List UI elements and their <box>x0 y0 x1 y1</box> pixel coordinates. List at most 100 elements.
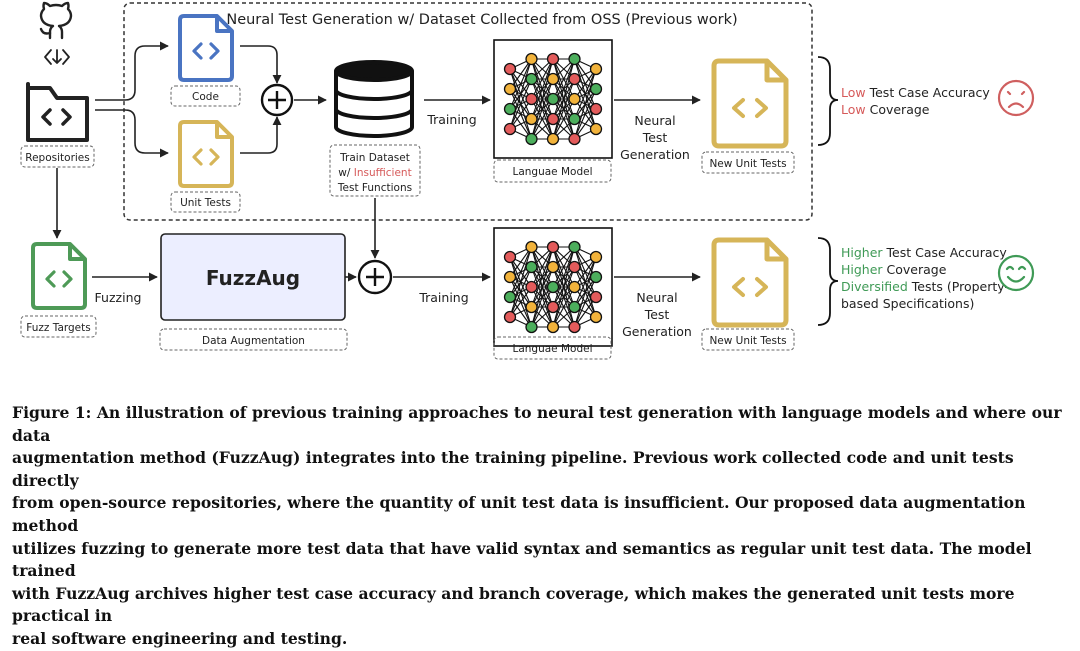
unit-tests-label-box <box>170 191 241 213</box>
network-edge <box>530 246 554 328</box>
fuzz-targets-file-icon <box>31 242 87 310</box>
network-node <box>525 300 538 314</box>
caption-line: from open-source repositories, where the… <box>12 493 1026 535</box>
result-bottom-1: Higher Test Case Accuracy <box>841 245 1007 260</box>
network-edge <box>573 256 597 308</box>
unit-tests-label: Unit Tests <box>180 197 231 209</box>
folder-code-icon <box>26 82 89 142</box>
network-edge <box>530 58 554 140</box>
neural-gen-bottom-3: Generation <box>622 324 692 339</box>
network-node <box>503 270 517 284</box>
network-edge <box>574 108 597 140</box>
network-edge <box>552 98 575 140</box>
caption-line: Figure 1: An illustration of previous tr… <box>12 403 1062 445</box>
network-edge <box>530 246 554 308</box>
network-edge <box>509 266 533 318</box>
network-edge <box>573 88 597 140</box>
model-label-top: Languae Model <box>512 166 592 178</box>
network-node <box>568 260 581 274</box>
database-icon <box>334 60 414 138</box>
network-node <box>546 320 560 334</box>
plus-circle-icon <box>260 83 294 117</box>
network-node <box>525 260 538 274</box>
repositories-label: Repositories <box>25 152 89 164</box>
network-node <box>589 82 603 96</box>
network-edge <box>509 98 532 130</box>
network-node <box>568 92 581 106</box>
figure-caption: Figure 1: An illustration of previous tr… <box>12 402 1064 651</box>
network-edge <box>574 68 597 100</box>
network-node <box>503 62 517 76</box>
arrow-repo-to-code <box>95 41 169 101</box>
network-node <box>589 290 603 304</box>
code-label: Code <box>192 91 219 103</box>
network-node <box>503 122 517 136</box>
neural-network-icon-bottom <box>493 227 613 347</box>
network-edge <box>509 58 532 90</box>
result-top-2: Low Coverage <box>841 102 930 117</box>
network-edge <box>574 256 597 288</box>
network-edge <box>509 286 532 318</box>
network-node <box>525 280 538 294</box>
model-label-bottom: Languae Model <box>512 343 592 355</box>
network-node <box>589 250 603 264</box>
data-aug-label: Data Augmentation <box>202 335 305 347</box>
neural-gen-top-3: Generation <box>620 147 690 162</box>
result-bottom-2: Higher Coverage <box>841 262 947 277</box>
network-node <box>503 82 517 96</box>
caption-line: utilizes fuzzing to generate more test d… <box>12 538 1032 581</box>
network-edge <box>530 266 554 328</box>
model-label-box-bottom <box>493 336 612 360</box>
new-unit-tests-file-icon-bottom <box>714 240 786 325</box>
network-edge <box>509 58 533 110</box>
network-node <box>546 132 560 146</box>
caption-line: augmentation method (FuzzAug) integrates… <box>12 448 1014 490</box>
network-node <box>546 112 560 126</box>
network-node <box>568 72 581 86</box>
network-node <box>546 300 560 314</box>
network-edge <box>509 246 533 298</box>
network-node <box>525 52 538 66</box>
network-node <box>546 240 560 254</box>
network-node <box>589 122 603 136</box>
plus-circle-icon-bottom <box>357 259 393 295</box>
arrow-code-to-plus <box>240 45 282 84</box>
network-node <box>589 102 603 116</box>
network-edge <box>509 58 533 130</box>
github-icon <box>39 1 73 40</box>
neural-gen-top-1: Neural <box>634 113 675 128</box>
fuzz-targets-label: Fuzz Targets <box>26 322 90 334</box>
fuzzing-label: Fuzzing <box>95 290 142 305</box>
network-node <box>589 270 603 284</box>
neural-gen-bottom-1: Neural <box>636 290 677 305</box>
network-edge <box>552 78 576 140</box>
result-top-1: Low Test Case Accuracy <box>841 85 990 100</box>
network-node <box>525 132 538 146</box>
network-node <box>546 52 560 66</box>
network-node <box>525 92 538 106</box>
network-edge <box>531 58 554 100</box>
network-node <box>546 72 560 86</box>
network-node <box>525 320 538 334</box>
caption-line: real software engineering and testing. <box>12 628 348 648</box>
repositories-label-box <box>20 145 95 168</box>
network-edge <box>531 246 554 288</box>
network-node <box>589 62 603 76</box>
network-edge <box>552 246 576 308</box>
network-edge <box>573 68 597 120</box>
happy-face-icon <box>997 254 1035 292</box>
brace-bottom <box>817 237 839 326</box>
network-edge <box>509 246 532 278</box>
network-edge <box>552 58 576 140</box>
new-unit-tests-label-box-top <box>701 151 795 174</box>
network-node <box>525 112 538 126</box>
network-node <box>568 132 581 146</box>
train-dataset-label-line1: Train Dataset <box>339 152 410 164</box>
network-node <box>503 290 517 304</box>
fuzz-targets-label-box <box>20 315 97 338</box>
network-node <box>503 310 517 324</box>
model-label-box-top <box>493 159 612 183</box>
network-edge <box>574 296 597 328</box>
network-node <box>503 250 517 264</box>
fuzzaug-title: FuzzAug <box>206 266 300 290</box>
